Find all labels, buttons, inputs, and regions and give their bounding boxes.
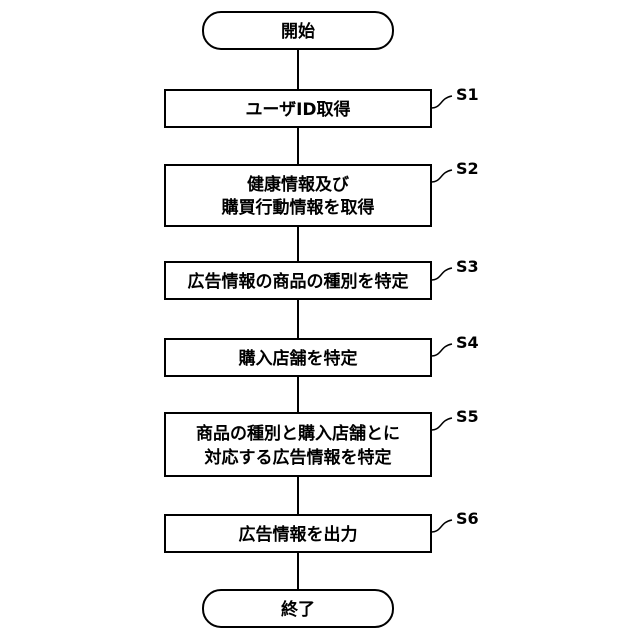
step-s2: 健康情報及び 購買行動情報を取得 S2: [165, 159, 479, 226]
step-s5-leader: [431, 418, 452, 430]
step-s3-leader: [431, 268, 452, 280]
step-s4-line-1: 購入店舗を特定: [239, 348, 358, 369]
step-s2-line-1: 健康情報及び: [247, 174, 349, 195]
start-terminal: 開始: [203, 12, 393, 49]
end-terminal: 終了: [203, 590, 393, 627]
step-s3-line-1: 広告情報の商品の種別を特定: [188, 271, 409, 292]
step-s5-line-2: 対応する広告情報を特定: [204, 447, 392, 468]
end-label: 終了: [281, 599, 315, 620]
step-s1-line-1: ユーザID取得: [245, 99, 350, 120]
step-s6-leader: [431, 520, 452, 532]
step-s4-id: S4: [456, 333, 479, 352]
step-s3: 広告情報の商品の種別を特定 S3: [165, 257, 479, 299]
step-s1: ユーザID取得 S1: [165, 85, 479, 127]
step-s6-id: S6: [456, 509, 479, 528]
step-s3-id: S3: [456, 257, 479, 276]
step-s2-line-2: 購買行動情報を取得: [222, 197, 375, 218]
step-s2-id: S2: [456, 159, 479, 178]
step-s4: 購入店舗を特定 S4: [165, 333, 479, 376]
step-s6: 広告情報を出力 S6: [165, 509, 479, 552]
start-label: 開始: [281, 21, 315, 42]
step-s1-id: S1: [456, 85, 479, 104]
step-s5-line-1: 商品の種別と購入店舗とに: [196, 423, 400, 444]
step-s4-leader: [431, 344, 452, 356]
step-s6-line-1: 広告情報を出力: [239, 524, 358, 545]
step-s5: 商品の種別と購入店舗とに 対応する広告情報を特定 S5: [165, 407, 479, 476]
step-s2-leader: [431, 170, 452, 182]
step-s5-id: S5: [456, 407, 479, 426]
step-s1-leader: [431, 96, 452, 108]
